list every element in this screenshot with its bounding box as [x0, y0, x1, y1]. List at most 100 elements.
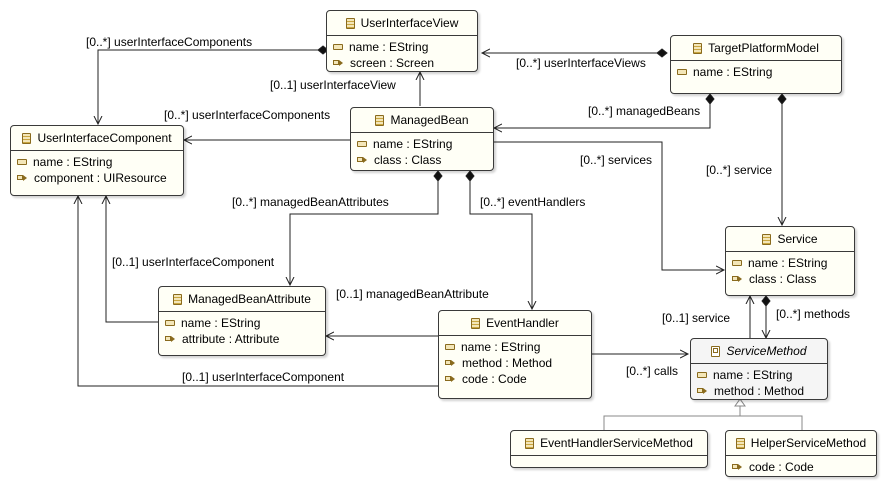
attribute-text: method : Method	[714, 384, 805, 398]
attribute-row[interactable]: attribute : Attribute	[165, 331, 319, 347]
attribute-text: name : EString	[181, 316, 261, 330]
class-managed-bean[interactable]: ManagedBean name : EString class : Class	[350, 107, 494, 171]
attribute-text: class : Class	[374, 153, 442, 167]
attribute-list: name : EString method : Method	[691, 364, 827, 403]
attribute-icon	[445, 344, 455, 350]
class-service-method[interactable]: ServiceMethod name : EString method : Me…	[690, 338, 828, 400]
attribute-row[interactable]: code : Code	[445, 371, 585, 387]
attribute-list: name : EString screen : Screen	[327, 36, 477, 75]
eclass-icon	[525, 437, 535, 449]
class-header: HelperServiceMethod	[726, 431, 876, 456]
eclass-icon	[471, 317, 481, 329]
composition-diamond	[465, 170, 475, 182]
composition-diamond	[777, 93, 787, 105]
attribute-list: name : EString component : UIResource	[11, 151, 183, 190]
attribute-row[interactable]: name : EString	[357, 136, 487, 152]
attribute-icon	[17, 159, 27, 165]
reference-icon	[17, 174, 28, 182]
attribute-row[interactable]: screen : Screen	[333, 55, 471, 71]
attribute-text: name : EString	[713, 368, 793, 382]
composition-diamond	[761, 295, 771, 307]
class-name: TargetPlatformModel	[708, 41, 819, 55]
class-event-handler[interactable]: EventHandler name : EString method : Met…	[438, 310, 592, 399]
reference-icon	[732, 275, 743, 283]
attribute-row[interactable]: class : Class	[357, 152, 487, 168]
attribute-text: name : EString	[748, 256, 828, 270]
composition-diamond	[656, 48, 668, 58]
class-header: UserInterfaceComponent	[11, 126, 183, 151]
attribute-text: class : Class	[749, 272, 817, 286]
edge-label: [0..*] methods	[776, 307, 851, 321]
eclass-icon	[735, 437, 745, 449]
class-name: ManagedBean	[390, 113, 469, 127]
composition-diamond	[705, 93, 715, 105]
edge-label: [0..*] managedBeanAttributes	[232, 195, 389, 209]
reference-icon	[697, 387, 708, 395]
class-name: UserInterfaceComponent	[37, 131, 172, 145]
edge-label: [0..1] userInterfaceView	[270, 78, 396, 92]
attribute-row[interactable]: method : Method	[445, 355, 585, 371]
reference-icon	[445, 359, 456, 367]
attribute-icon	[697, 372, 707, 378]
edge-label: [0..*] userInterfaceComponents	[86, 35, 253, 49]
edge-label: [0..*] eventHandlers	[480, 195, 586, 209]
class-header: ManagedBean	[351, 108, 493, 133]
class-name: ServiceMethod	[726, 344, 807, 358]
class-user-interface-view[interactable]: UserInterfaceView name : EString screen …	[326, 10, 478, 72]
class-header: ServiceMethod	[691, 339, 827, 364]
class-target-platform-model[interactable]: TargetPlatformModel name : EString	[670, 35, 842, 94]
attribute-row[interactable]: name : EString	[165, 315, 319, 331]
inheritance-branch	[603, 415, 803, 430]
edge-label: [0..*] service	[706, 163, 773, 177]
class-service[interactable]: Service name : EString class : Class	[725, 226, 855, 296]
attribute-list: name : EString class : Class	[726, 252, 854, 291]
edge-label: [0..*] userInterfaceViews	[516, 56, 646, 70]
attribute-row[interactable]: name : EString	[677, 64, 835, 80]
edge-label: [0..*] managedBeans	[588, 104, 701, 118]
class-event-handler-service-method[interactable]: EventHandlerServiceMethod	[510, 430, 708, 468]
reference-icon	[732, 463, 743, 471]
edge-mb-mba	[290, 171, 439, 285]
attribute-row[interactable]: name : EString	[732, 255, 848, 271]
eclass-icon	[345, 17, 355, 29]
class-name: EventHandler	[486, 316, 559, 330]
inheritance-line	[739, 408, 741, 416]
class-header: UserInterfaceView	[327, 11, 477, 36]
attribute-text: screen : Screen	[350, 56, 435, 70]
class-header: ManagedBeanAttribute	[159, 287, 325, 312]
attribute-text: name : EString	[373, 137, 453, 151]
eclass-icon	[375, 114, 385, 126]
attribute-row[interactable]: name : EString	[445, 339, 585, 355]
attribute-list: code : Code	[726, 456, 876, 479]
class-name: Service	[777, 232, 818, 246]
class-header: EventHandler	[439, 311, 591, 336]
reference-icon	[165, 335, 176, 343]
attribute-row[interactable]: code : Code	[732, 459, 870, 475]
attribute-row[interactable]: class : Class	[732, 271, 848, 287]
attribute-row[interactable]: name : EString	[17, 154, 177, 170]
attribute-text: code : Code	[462, 372, 527, 386]
attribute-text: name : EString	[33, 155, 113, 169]
class-user-interface-component[interactable]: UserInterfaceComponent name : EString co…	[10, 125, 184, 196]
attribute-row[interactable]: name : EString	[697, 367, 821, 383]
attribute-text: name : EString	[693, 65, 773, 79]
attribute-list: name : EString method : Method code : Co…	[439, 336, 591, 391]
reference-icon	[357, 156, 368, 164]
class-managed-bean-attribute[interactable]: ManagedBeanAttribute name : EString attr…	[158, 286, 326, 356]
attribute-text: method : Method	[462, 356, 553, 370]
attribute-text: code : Code	[749, 460, 814, 474]
edge-label: [0..1] managedBeanAttribute	[336, 287, 489, 301]
class-name: ManagedBeanAttribute	[188, 292, 311, 306]
class-helper-service-method[interactable]: HelperServiceMethod code : Code	[725, 430, 877, 477]
class-header: Service	[726, 227, 854, 252]
reference-icon	[333, 59, 344, 67]
attribute-row[interactable]: name : EString	[333, 39, 471, 55]
attribute-list: name : EString attribute : Attribute	[159, 312, 325, 351]
attribute-row[interactable]: method : Method	[697, 383, 821, 399]
attribute-list: name : EString class : Class	[351, 133, 493, 172]
attribute-row[interactable]: component : UIResource	[17, 170, 177, 186]
attribute-icon	[165, 320, 175, 326]
attribute-text: attribute : Attribute	[182, 332, 280, 346]
edge-label: [0..*] services	[580, 153, 653, 167]
